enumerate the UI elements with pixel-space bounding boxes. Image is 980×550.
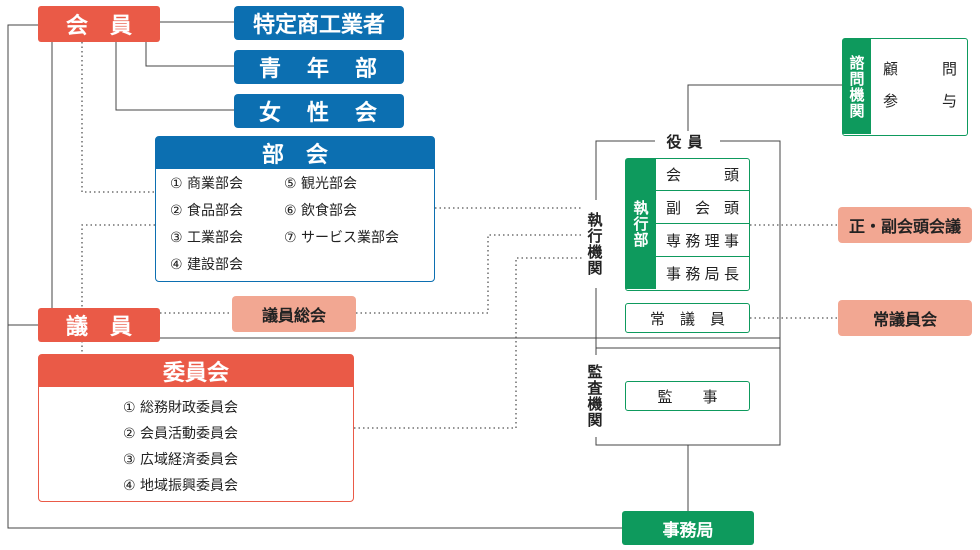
seifuku-kaigi-label: 正・副会頭会議 xyxy=(848,217,961,236)
kaito-char: 会 xyxy=(666,166,682,184)
jogiin-kai-box: 常議員会 xyxy=(838,300,972,336)
iinkai-box: 委員会 ① 総務財政委員会 ② 会員活動委員会 ③ 広域経済委員会 ④ 地域振興… xyxy=(38,354,354,502)
jimukyokucho-char: 長 xyxy=(723,264,739,283)
shikkobu-box: 執行部 会 頭 副 会 頭 専 務 理 事 事 務 局 長 xyxy=(625,158,750,291)
bukai-item: ③ 工業部会 xyxy=(170,230,244,246)
giin-sokai-label: 議員総会 xyxy=(261,306,326,325)
shimon-box: 諮問機関 顧 問 参 与 xyxy=(842,38,968,136)
kansa-side-label: 監査機関 xyxy=(582,355,608,437)
tokutei-label: 特定商工業者 xyxy=(252,13,385,38)
jimukyoku-label: 事務局 xyxy=(662,520,714,541)
dotted-sokai-shikko xyxy=(356,234,582,314)
bukai-item: ⑤ 観光部会 xyxy=(284,176,358,192)
kanji-box: 監 事 xyxy=(625,381,750,411)
seinen-box: 青 年 部 xyxy=(234,50,404,84)
jimukyokucho-row: 事 務 局 長 xyxy=(656,257,749,289)
bukai-list-right: ⑤ 観光部会 ⑥ 飲食部会 ⑦ サービス業部会 xyxy=(284,171,399,252)
shikkobu-label: 執行部 xyxy=(626,159,656,289)
bukai-box: 部 会 ① 商業部会 ② 食品部会 ③ 工業部会 ④ 建設部会 ⑤ 観光部会 ⑥… xyxy=(155,136,435,282)
jogiin-box: 常 議 員 xyxy=(625,303,750,333)
jogiin-kai-label: 常議員会 xyxy=(872,310,937,329)
kaiin-label: 会 員 xyxy=(65,14,132,39)
iinkai-title: 委員会 xyxy=(39,355,353,387)
senmu-char: 事 xyxy=(723,231,739,250)
bukai-item: ⑦ サービス業部会 xyxy=(284,230,400,246)
bukai-item: ② 食品部会 xyxy=(170,203,244,219)
jimukyoku-box: 事務局 xyxy=(622,511,754,545)
iinkai-list: ① 総務財政委員会 ② 会員活動委員会 ③ 広域経済委員会 ④ 地域振興委員会 xyxy=(123,395,238,499)
shimon-label: 諮問機関 xyxy=(843,39,871,134)
senmu-row: 専 務 理 事 xyxy=(656,224,749,257)
iinkai-item: ② 会員活動委員会 xyxy=(123,426,239,442)
line-kaiin-josei xyxy=(115,42,234,111)
dotted-bukai-iinkai xyxy=(81,224,155,355)
line-kaiin-jimukyoku xyxy=(7,24,622,529)
kaito-char: 頭 xyxy=(723,166,739,184)
bukai-item: ① 商業部会 xyxy=(170,176,244,192)
iinkai-item: ① 総務財政委員会 xyxy=(123,400,239,416)
jimukyokucho-char: 務 xyxy=(685,264,701,283)
giin-label: 議 員 xyxy=(65,315,132,340)
yakuin-label: 役員 xyxy=(655,131,720,151)
iinkai-item: ③ 広域経済委員会 xyxy=(123,452,239,468)
giin-sokai-box: 議員総会 xyxy=(232,296,356,332)
giin-box: 議 員 xyxy=(38,308,160,342)
shikko-side-label: 執行機関 xyxy=(582,200,608,288)
dotted-iinkai-shikko xyxy=(354,257,582,429)
line-kaiin-seinen xyxy=(145,42,234,67)
iinkai-item: ④ 地域振興委員会 xyxy=(123,478,239,494)
bukai-item: ④ 建設部会 xyxy=(170,257,244,273)
kanji-label: 監 事 xyxy=(657,387,718,406)
sanyo-char: 与 xyxy=(941,91,957,110)
senmu-char: 理 xyxy=(704,231,720,250)
bukai-list-left: ① 商業部会 ② 食品部会 ③ 工業部会 ④ 建設部会 xyxy=(170,171,243,279)
line-shimon-yakuin xyxy=(687,84,842,141)
jimukyokucho-char: 事 xyxy=(666,264,682,283)
tokutei-box: 特定商工業者 xyxy=(234,6,404,40)
fukukaito-char: 頭 xyxy=(723,198,739,217)
bukai-title: 部 会 xyxy=(156,137,434,169)
senmu-char: 専 xyxy=(666,231,682,250)
sanyo-row: 参 与 xyxy=(873,85,967,115)
seinen-label: 青 年 部 xyxy=(258,57,379,82)
kaito-row: 会 頭 xyxy=(656,159,749,191)
josei-label: 女 性 会 xyxy=(258,101,379,126)
komon-char: 顧 xyxy=(883,59,899,78)
komon-char: 問 xyxy=(941,59,957,78)
jimukyokucho-char: 局 xyxy=(704,264,720,283)
bukai-item: ⑥ 飲食部会 xyxy=(284,203,358,219)
fukukaito-row: 副 会 頭 xyxy=(656,191,749,224)
kaiin-box: 会 員 xyxy=(38,6,160,42)
fukukaito-char: 会 xyxy=(694,198,710,217)
dotted-kaiin-bukai xyxy=(81,42,155,193)
josei-box: 女 性 会 xyxy=(234,94,404,128)
sanyo-char: 参 xyxy=(883,91,899,110)
senmu-char: 務 xyxy=(685,231,701,250)
seifuku-kaigi-box: 正・副会頭会議 xyxy=(838,207,972,243)
komon-row: 顧 問 xyxy=(873,53,967,83)
fukukaito-char: 副 xyxy=(666,198,682,217)
jogiin-label: 常 議 員 xyxy=(649,309,725,328)
